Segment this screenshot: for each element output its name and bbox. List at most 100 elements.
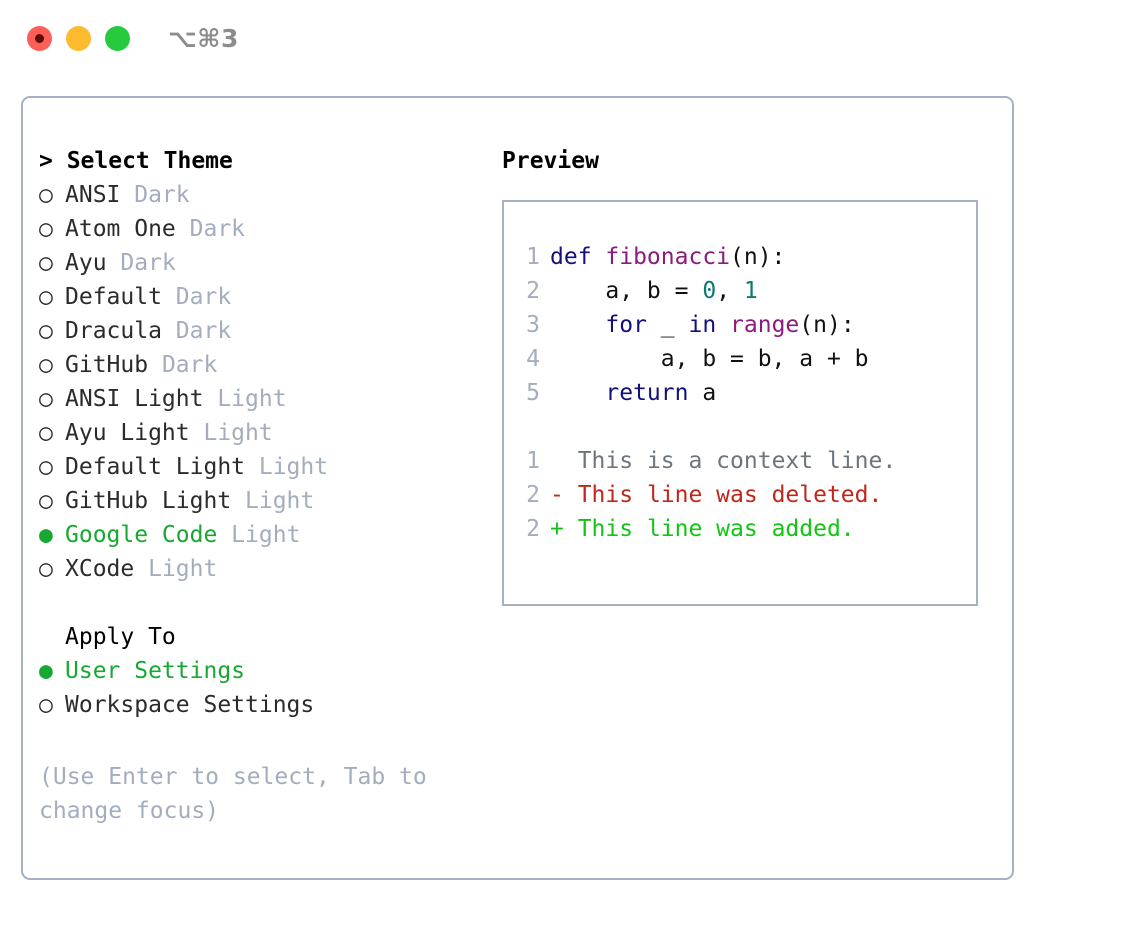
theme-option-variant-tag: Light (245, 454, 329, 480)
diff-text: This line was added. (577, 516, 855, 542)
theme-option-ansi-light[interactable]: ○ ANSI Light Light (39, 382, 489, 416)
apply-to-label: Apply To (65, 624, 176, 650)
line-number: 2 (526, 278, 540, 304)
radio-selected-icon: ● (39, 522, 53, 548)
code-token: 1 (743, 278, 758, 304)
theme-option-label: Default Light (65, 454, 246, 480)
code-token: a (688, 380, 717, 406)
theme-option-label: XCode (65, 556, 135, 582)
diff-line: 1 This is a context line. (510, 444, 974, 478)
theme-option-xcode[interactable]: ○ XCode Light (39, 552, 489, 586)
theme-option-variant-tag: Light (203, 386, 287, 412)
code-token: , (716, 278, 744, 304)
code-token: a, b = (550, 278, 703, 304)
radio-unselected-icon: ○ (39, 284, 53, 310)
line-number: 4 (526, 346, 540, 372)
line-number: 2 (526, 482, 540, 508)
theme-option-variant-tag: Light (231, 488, 315, 514)
theme-option-ansi[interactable]: ○ANSI Dark (39, 178, 489, 212)
code-line: 5 return a (510, 376, 974, 410)
diff-text: This is a context line. (577, 448, 897, 474)
code-token: fibonacci (605, 244, 731, 270)
window-controls (27, 26, 130, 51)
apply-to-header: Apply To (39, 620, 489, 654)
select-theme-header: > Select Theme (39, 148, 233, 174)
diff-marker (550, 448, 578, 474)
preview-title: Preview (502, 148, 599, 174)
theme-selector-column: > Select Theme ○ANSI Dark○Atom One Dark○… (39, 144, 489, 722)
line-number: 1 (526, 244, 540, 270)
code-line: 2 a, b = 0, 1 (510, 274, 974, 308)
code-token: return (605, 380, 689, 406)
theme-option-variant-tag: Dark (120, 182, 190, 208)
theme-option-dracula[interactable]: ○ Dracula Dark (39, 314, 489, 348)
theme-option-default[interactable]: ○ Default Dark (39, 280, 489, 314)
close-window-button[interactable] (27, 26, 52, 51)
theme-option-github[interactable]: ○ GitHub Dark (39, 348, 489, 382)
theme-option-default-light[interactable]: ○ Default Light Light (39, 450, 489, 484)
theme-option-ayu-light[interactable]: ○Ayu Light Light (39, 416, 489, 450)
theme-option-atom-one[interactable]: ○Atom One Dark (39, 212, 489, 246)
radio-unselected-icon: ○ (39, 318, 53, 344)
code-token: 0 (702, 278, 717, 304)
radio-unselected-icon: ○ (39, 250, 53, 276)
theme-option-label: ANSI (65, 182, 121, 208)
theme-option-label: Google Code (65, 522, 218, 548)
code-token: a, b = b, a + b (550, 346, 869, 372)
theme-option-github-light[interactable]: ○GitHub Light Light (39, 484, 489, 518)
apply-to-option-label: Workspace Settings (65, 692, 315, 718)
apply-to-option-label: User Settings (65, 658, 246, 684)
minimize-window-button[interactable] (66, 26, 91, 51)
code-token: (n): (730, 244, 786, 270)
code-token (550, 312, 605, 338)
theme-option-variant-tag: Dark (161, 318, 232, 344)
theme-option-google-code[interactable]: ●Google Code Light (39, 518, 489, 552)
radio-unselected-icon: ○ (39, 556, 53, 582)
theme-options-list: ○ANSI Dark○Atom One Dark○Ayu Dark○Defaul… (39, 178, 489, 586)
radio-unselected-icon: ○ (39, 386, 53, 412)
radio-unselected-icon: ○ (39, 692, 53, 718)
theme-option-label: Default (65, 284, 162, 310)
theme-option-label: ANSI Light (65, 386, 204, 412)
apply-to-options-list: ● User Settings ○ Workspace Settings (39, 654, 489, 722)
main-panel: > Select Theme ○ANSI Dark○Atom One Dark○… (21, 96, 1014, 880)
diff-text: This line was deleted. (577, 482, 883, 508)
radio-unselected-icon: ○ (39, 352, 53, 378)
theme-option-label: GitHub (65, 352, 149, 378)
maximize-window-button[interactable] (105, 26, 130, 51)
apply-to-indent (39, 620, 65, 654)
line-number: 1 (526, 448, 540, 474)
radio-selected-icon: ● (39, 658, 53, 684)
theme-option-variant-tag: Dark (161, 284, 232, 310)
radio-unselected-icon: ○ (39, 454, 53, 480)
keyboard-hint: (Use Enter to select, Tab to change focu… (39, 764, 427, 824)
diff-line: 2 + This line was added. (510, 512, 974, 546)
window-title: ⌥⌘3 (168, 24, 239, 53)
theme-option-ayu[interactable]: ○ Ayu Dark (39, 246, 489, 280)
theme-option-label: Ayu (65, 250, 107, 276)
diff-marker: - (550, 482, 578, 508)
theme-option-variant-tag: Light (134, 556, 218, 582)
list-spacer (39, 586, 489, 620)
radio-unselected-icon: ○ (39, 420, 53, 446)
apply-to-option-workspace-settings[interactable]: ○ Workspace Settings (39, 688, 489, 722)
code-token: in (688, 312, 717, 338)
theme-option-label: GitHub Light (65, 488, 232, 514)
theme-option-label: Dracula (65, 318, 162, 344)
theme-option-variant-tag: Dark (148, 352, 218, 378)
code-line: 4 a, b = b, a + b (510, 342, 974, 376)
diff-sample: 1 This is a context line.2- This line wa… (510, 444, 974, 546)
theme-option-variant-tag: Dark (106, 250, 176, 276)
diff-marker: + (550, 516, 578, 542)
line-number: 5 (526, 380, 540, 406)
code-token: _ (646, 312, 689, 338)
code-token: def (550, 244, 606, 270)
code-line: 3 for _ in range(n): (510, 308, 974, 342)
code-token: for (605, 312, 647, 338)
apply-to-option-user-settings[interactable]: ● User Settings (39, 654, 489, 688)
diff-line: 2- This line was deleted. (510, 478, 974, 512)
line-number: 2 (526, 516, 540, 542)
